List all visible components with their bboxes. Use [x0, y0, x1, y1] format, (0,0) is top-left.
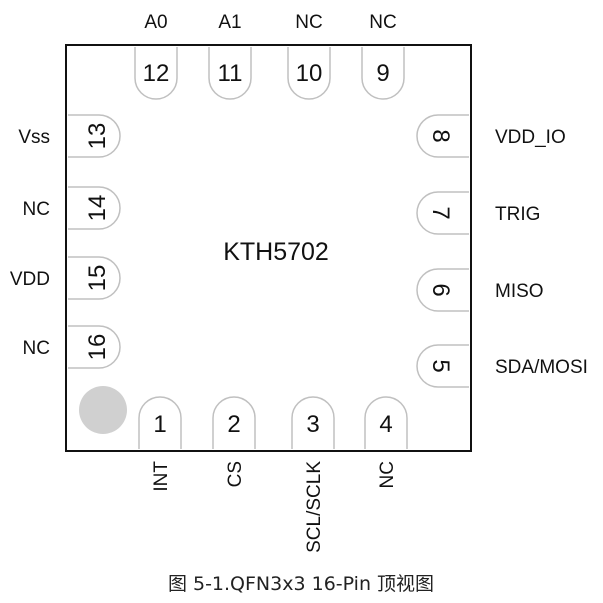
pin-16-number: 16	[84, 334, 111, 361]
pin-8-number: 8	[427, 129, 454, 142]
pin-12-pad	[134, 47, 178, 100]
figure-caption: 图 5-1.QFN3x3 16-Pin 顶视图	[168, 573, 434, 595]
pin-3-number: 3	[306, 411, 319, 438]
pin-9-label: NC	[369, 12, 396, 33]
pin-10-label: NC	[295, 12, 322, 33]
pin-3-pad	[291, 396, 335, 449]
pin-9-pad	[361, 47, 405, 100]
pin-7-label: TRIG	[495, 204, 540, 225]
pin-7-pad	[416, 191, 469, 235]
pin-2-label: CS	[225, 461, 246, 487]
pin-1-pad	[138, 396, 182, 449]
pin-6-number: 6	[427, 283, 454, 296]
pin-1-number: 1	[153, 411, 166, 438]
pin1-marker	[79, 386, 127, 434]
pin-11-label: A1	[218, 12, 241, 33]
pin-10-number: 10	[296, 60, 323, 87]
pin-3-label: SCL/SCLK	[304, 461, 325, 553]
pin-10-pad	[287, 47, 331, 100]
pin-9-number: 9	[376, 60, 389, 87]
pin-6-pad	[416, 268, 469, 312]
pin-11-pad	[208, 47, 252, 100]
pin-14-number: 14	[84, 195, 111, 222]
pin-1-label: INT	[151, 461, 172, 492]
pin-6-label: MISO	[495, 281, 544, 302]
pin-15-number: 15	[84, 265, 111, 292]
pin-pads	[68, 47, 469, 449]
pin-4-label: NC	[377, 461, 398, 488]
pin-5-label: SDA/MOSI	[495, 357, 588, 378]
pin-7-number: 7	[427, 206, 454, 219]
package-body	[65, 44, 472, 452]
pin-16-pad	[68, 325, 121, 369]
pin-13-label: Vss	[18, 127, 50, 148]
pin-16-label: NC	[23, 338, 50, 359]
pin-15-pad	[68, 256, 121, 300]
chip-name: KTH5702	[223, 238, 329, 266]
pin-5-pad	[416, 344, 469, 388]
pin-11-number: 11	[218, 60, 243, 87]
pin-2-pad	[212, 396, 256, 449]
pin-13-pad	[68, 114, 121, 158]
pin-4-pad	[364, 396, 408, 449]
pin-5-number: 5	[427, 359, 454, 372]
pin-4-number: 4	[379, 411, 392, 438]
pin-labels: 12A011A110NC9NC1INT2CS3SCL/SCLK4NC13Vss1…	[10, 12, 588, 553]
pin-14-pad	[68, 186, 121, 230]
pin-8-label: VDD_IO	[495, 127, 566, 148]
pin-8-pad	[416, 114, 469, 158]
pin-12-number: 12	[143, 60, 170, 87]
pin-14-label: NC	[23, 199, 50, 220]
pin-2-number: 2	[227, 411, 240, 438]
pin-12-label: A0	[144, 12, 167, 33]
pin-13-number: 13	[84, 123, 111, 150]
pin-15-label: VDD	[10, 269, 50, 290]
